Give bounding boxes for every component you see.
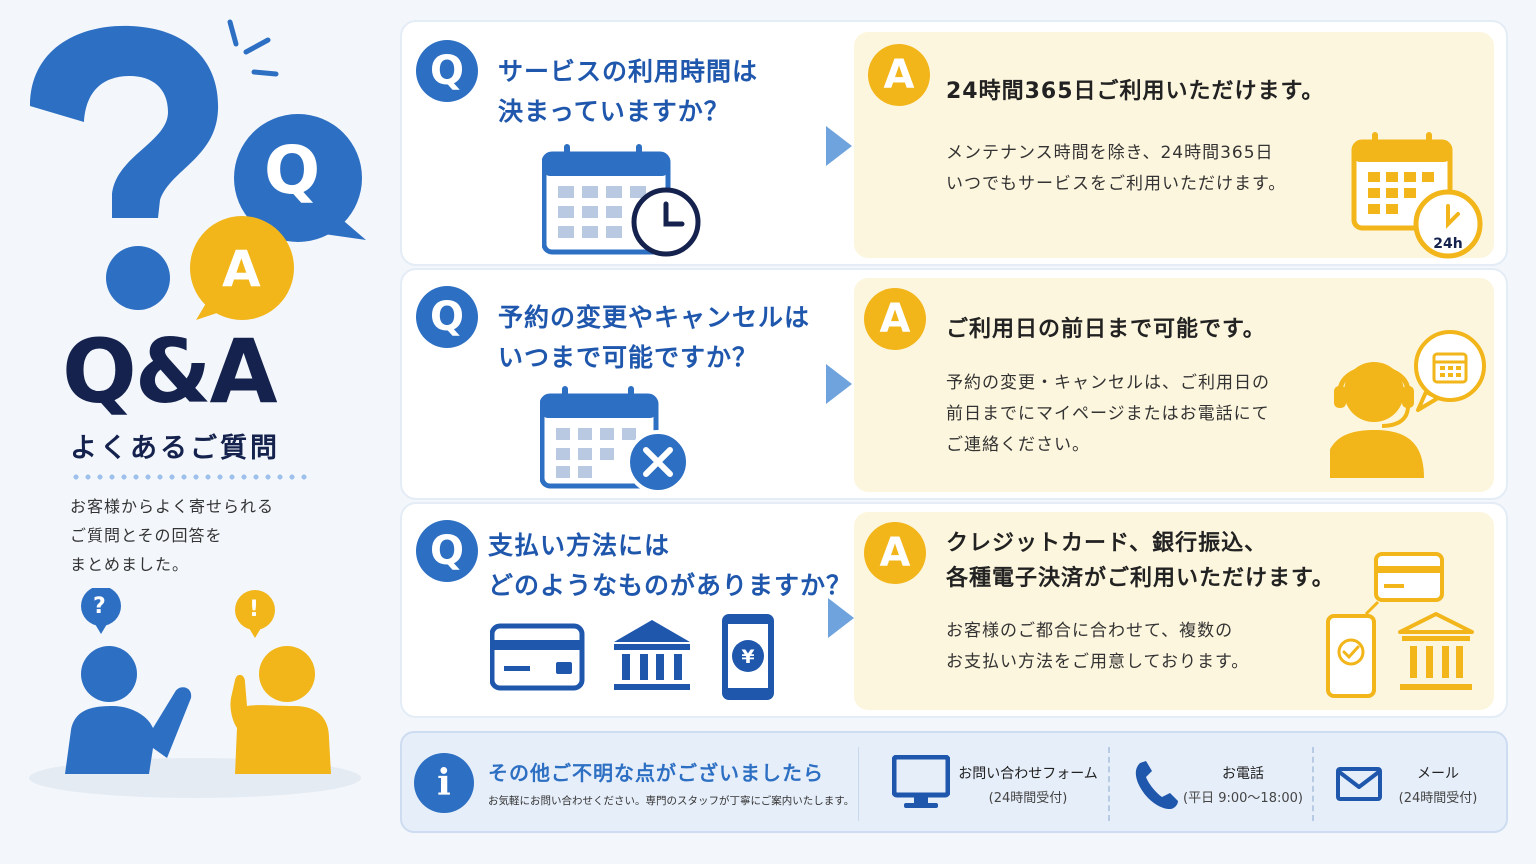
- smartphone-yen-icon: ¥: [722, 614, 774, 700]
- people-illustration: [29, 588, 361, 798]
- answer-body: お客様のご都合に合わせて、複数の お支払い方法をご用意しております。: [946, 621, 1250, 672]
- monitor-icon: [892, 755, 950, 808]
- mail-icon: [1336, 767, 1382, 801]
- question-badge: Q: [416, 286, 478, 348]
- answer-badge: A: [868, 44, 930, 106]
- hero-panel: Q A Q&A よくあるご質問 お客様からよく寄せられる ご質問とその回答を ま…: [0, 0, 390, 864]
- phone-label: お電話: [1222, 766, 1264, 782]
- answer-heading: ご利用日の前日まで可能です。: [946, 317, 1266, 342]
- phone-hours: (平日 9:00〜18:00): [1183, 791, 1303, 806]
- question-badge: Q: [416, 520, 478, 582]
- answer-badge: A: [864, 288, 926, 350]
- arrow-right-icon: [826, 364, 852, 404]
- 24h-label: 24h: [1433, 236, 1462, 252]
- bubble-a-label: A: [222, 240, 261, 298]
- calendar-clock-icon: [542, 144, 701, 257]
- calendar-24h-icon: 24h: [1351, 132, 1483, 259]
- bank-icon: [614, 620, 690, 690]
- faq-card-1: Q サービスの利用時間は 決まっていますか？ A 24時間365日ご利用いただけ…: [400, 20, 1508, 266]
- answer-heading: 24時間365日ご利用いただけます。: [946, 79, 1325, 104]
- contact-form-label: お問い合わせフォーム: [958, 766, 1098, 782]
- contact-info-bar: i その他ご不明な点がございましたら お気軽にお問い合わせください。専門のスタッ…: [400, 731, 1508, 833]
- answer-panel: A 24時間365日ご利用いただけます。 メンテナンス時間を除き、24時間365…: [854, 32, 1494, 259]
- question-badge: Q: [416, 40, 478, 102]
- question-text: サービスの利用時間は 決まっていますか？: [498, 57, 759, 126]
- question-bubble-symbol: ?: [93, 594, 106, 619]
- bubble-q-label: Q: [264, 132, 321, 209]
- question-mark-illustration: [30, 19, 366, 320]
- svg-text:¥: ¥: [741, 646, 754, 668]
- contact-form-hours: (24時間受付): [988, 791, 1068, 806]
- info-note: お気軽にお問い合わせください。専門のスタッフが丁寧にご案内いたします。: [488, 795, 855, 807]
- question-text: 予約の変更やキャンセルは いつまで可能ですか？: [498, 303, 811, 372]
- answer-panel: A クレジットカード、銀行振込、 各種電子決済がご利用いただけます。 お客様のご…: [854, 512, 1494, 710]
- mail-hours: (24時間受付): [1398, 791, 1478, 806]
- answer-badge: A: [864, 522, 926, 584]
- divider: [1108, 747, 1110, 821]
- arrow-right-icon: [828, 598, 854, 638]
- payment-icons-row: ¥: [490, 614, 774, 700]
- payment-methods-icon: [1326, 552, 1474, 698]
- question-text: 支払い方法には どのようなものがありますか？: [488, 531, 853, 600]
- lead-text: お客様からよく寄せられる ご質問とその回答を まとめました。: [70, 497, 275, 574]
- divider: [858, 747, 859, 821]
- contact-form-link[interactable]: お問い合わせフォーム (24時間受付): [888, 747, 1100, 821]
- dotted-divider: [70, 474, 310, 480]
- divider: [1312, 747, 1314, 821]
- faq-card-3: Q 支払い方法には どのようなものがありますか？ ¥ A: [400, 502, 1508, 718]
- info-title: その他ご不明な点がございましたら: [488, 761, 824, 785]
- answer-body: 予約の変更・キャンセルは、ご利用日の 前日までにマイページまたはお電話にて ご連…: [946, 373, 1270, 455]
- arrow-right-icon: [826, 126, 852, 166]
- phone-icon: [1135, 761, 1178, 809]
- answer-heading: クレジットカード、銀行振込、 各種電子決済がご利用いただけます。: [946, 531, 1335, 591]
- phone-contact-link[interactable]: お電話 (平日 9:00〜18:00): [1130, 747, 1306, 821]
- page-subtitle: よくあるご質問: [70, 433, 280, 464]
- mail-contact-link[interactable]: メール (24時間受付): [1332, 747, 1498, 821]
- faq-card-2: Q 予約の変更やキャンセルは いつまで可能ですか？ A ご利用日の前日まで可能で…: [400, 268, 1508, 500]
- page-title: Q&A: [62, 320, 278, 423]
- credit-card-icon: [490, 623, 585, 691]
- answer-body: メンテナンス時間を除き、24時間365日 いつでもサービスをご利用いただけます。: [946, 143, 1287, 194]
- calendar-cancel-icon: [540, 386, 690, 494]
- operator-headset-icon: [1330, 330, 1486, 478]
- answer-panel: A ご利用日の前日まで可能です。 予約の変更・キャンセルは、ご利用日の 前日まで…: [854, 278, 1494, 492]
- mail-label: メール: [1417, 766, 1459, 782]
- exclaim-bubble-symbol: !: [249, 597, 260, 622]
- info-icon: i: [414, 753, 474, 813]
